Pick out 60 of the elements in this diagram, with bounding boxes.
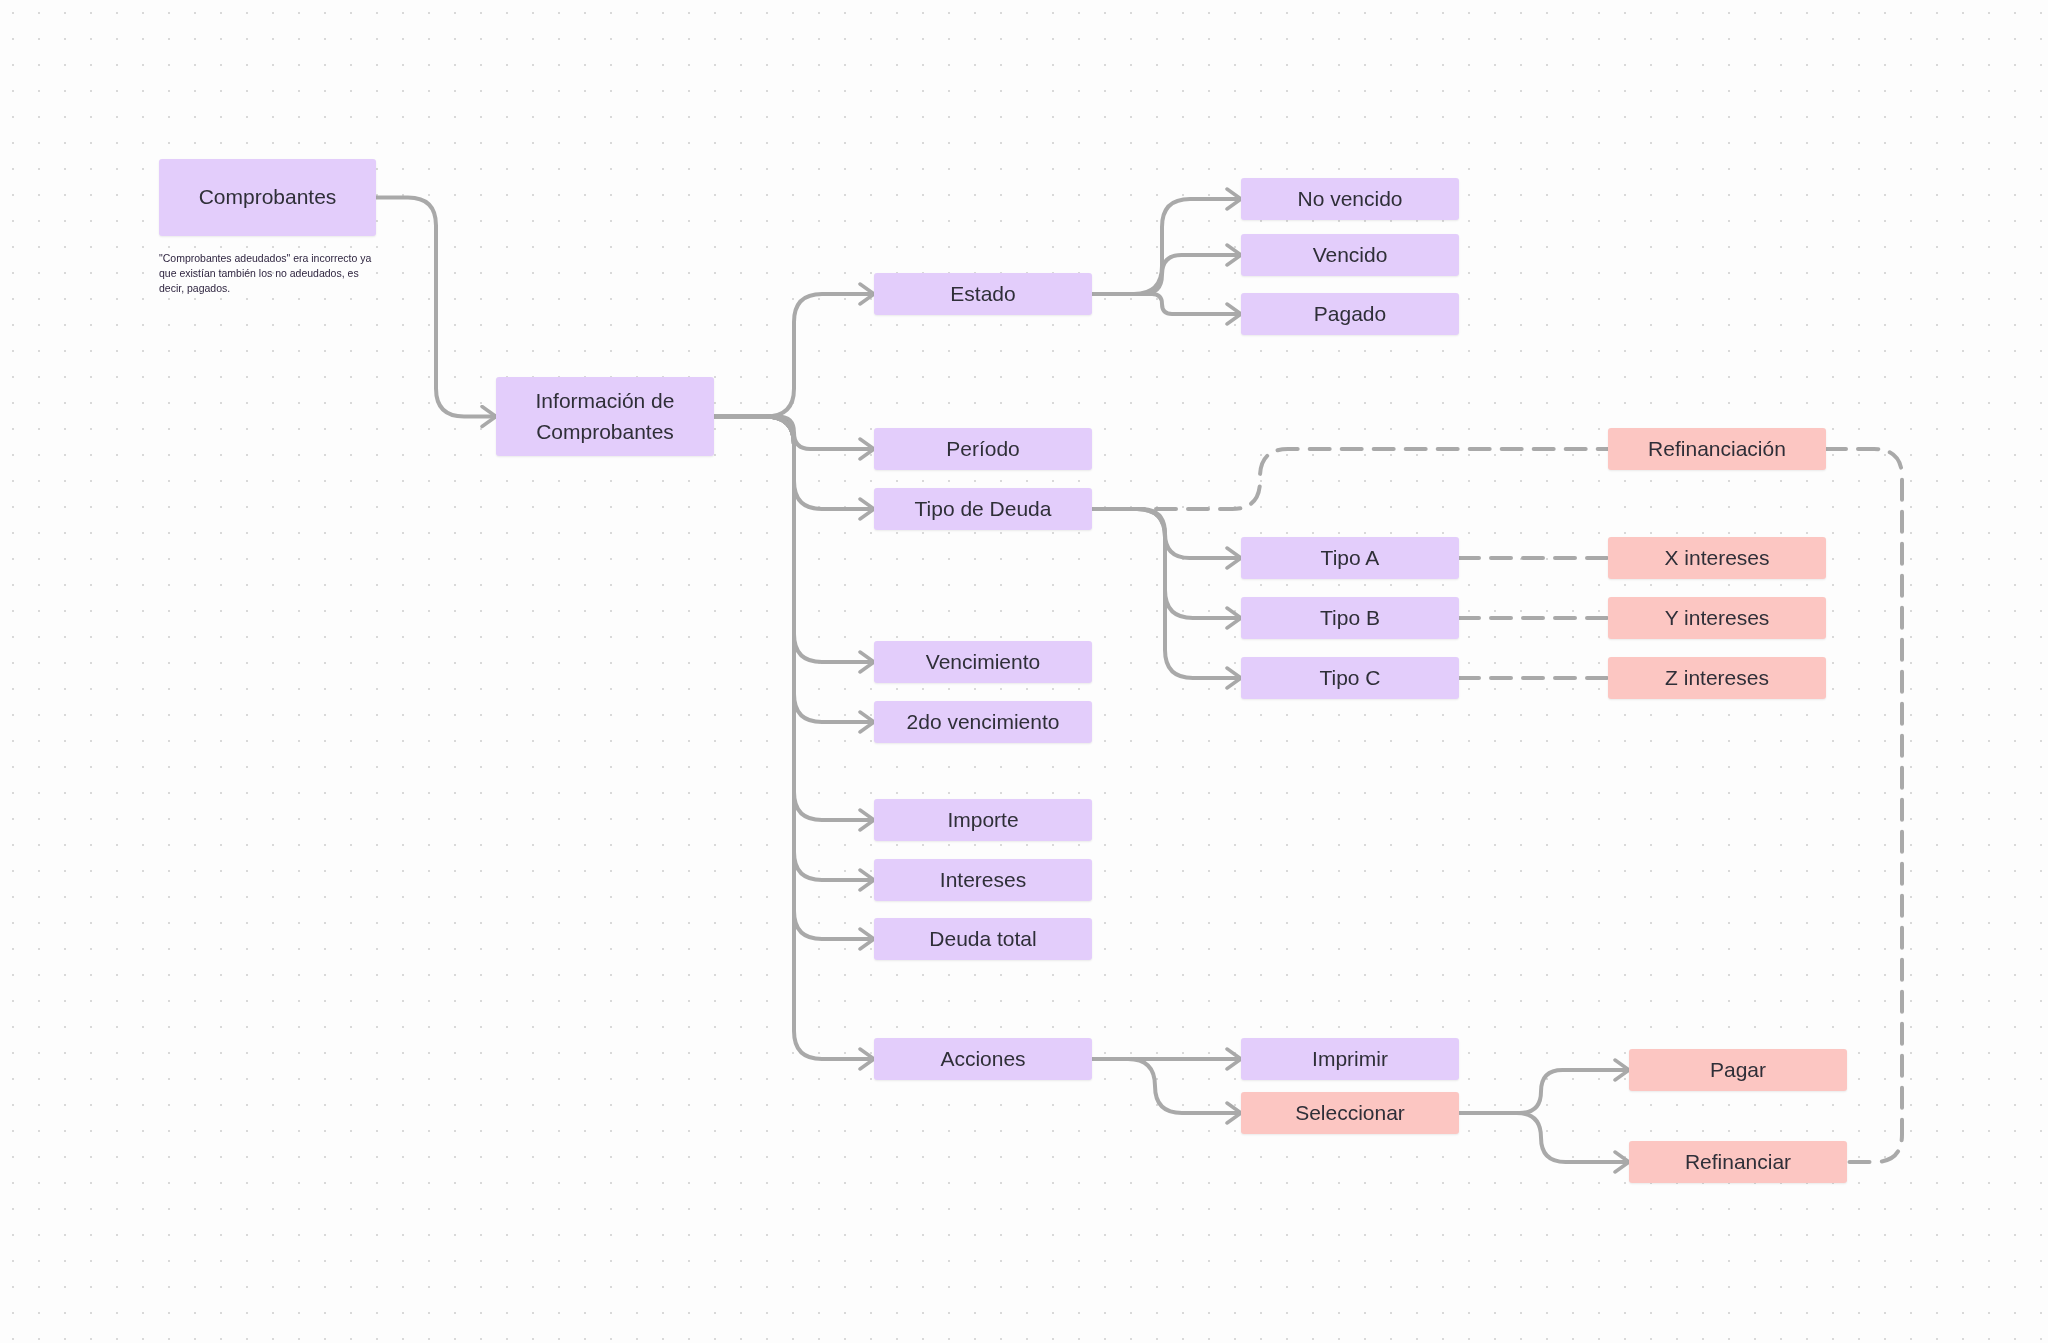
node-label: Comprobantes [198, 184, 337, 211]
process-box [874, 273, 1092, 315]
dashed-connector [1824, 447, 1904, 1164]
node-label: Tipo B [1320, 604, 1380, 631]
process-box [1241, 597, 1459, 639]
process-box [1241, 537, 1459, 579]
process-box [1241, 657, 1459, 699]
process-box [1241, 1038, 1459, 1080]
process-box [874, 799, 1092, 841]
process-box [874, 1038, 1092, 1080]
node-label: Y intereses [1664, 604, 1770, 631]
process-box [1608, 537, 1826, 579]
node-label: Importe [947, 806, 1019, 833]
arrow [1457, 1111, 1631, 1174]
node-label: Información de Comprobantes [534, 388, 676, 445]
process-box [874, 701, 1092, 743]
process-box [874, 641, 1092, 683]
process-box [1608, 597, 1826, 639]
dashed-connector [1457, 676, 1610, 680]
node-label: Refinanciar [1684, 1148, 1792, 1175]
arrow [1090, 1057, 1243, 1125]
process-box [1629, 1141, 1847, 1183]
node-label: Pagado [1313, 300, 1387, 327]
note-text: "Comprobantes adeudados" era incorrecto ya que existían también los no adeudados, es decir, pagados. [159, 251, 373, 297]
dashed-connector [1457, 556, 1610, 560]
node-label: Z intereses [1665, 664, 1769, 691]
node-label: Tipo C [1319, 664, 1381, 691]
node-label: 2do vencimiento [906, 708, 1060, 735]
node-label: Tipo de Deuda [914, 495, 1052, 522]
node-label: Imprimir [1312, 1045, 1388, 1072]
process-box [159, 159, 376, 236]
process-box [874, 428, 1092, 470]
process-box [1241, 234, 1459, 276]
process-box [874, 859, 1092, 901]
process-box [1241, 178, 1459, 220]
node-label: Tipo A [1320, 544, 1380, 571]
process-box [1608, 657, 1826, 699]
node-label: No vencido [1297, 185, 1403, 212]
node-label: Intereses [939, 866, 1027, 893]
node-label: Vencido [1312, 241, 1388, 268]
node-label: Pagar [1709, 1056, 1766, 1083]
arrow [374, 195, 498, 429]
arrow [1090, 507, 1243, 690]
node-label: Período [946, 435, 1020, 462]
node-label: X intereses [1664, 544, 1770, 571]
process-box [1608, 428, 1826, 470]
node-label: Deuda total [929, 925, 1037, 952]
process-box [1241, 1092, 1459, 1134]
node-label: Seleccionar [1295, 1099, 1405, 1126]
node-label: Refinanciación [1648, 435, 1786, 462]
dashed-connector [1457, 616, 1610, 620]
arrow [1090, 292, 1243, 326]
process-box [1629, 1049, 1847, 1091]
process-box [874, 488, 1092, 530]
node-label: Acciones [940, 1045, 1026, 1072]
process-box [496, 377, 714, 456]
process-box [874, 918, 1092, 960]
process-box [1241, 293, 1459, 335]
node-label: Estado [950, 280, 1016, 307]
node-label: Vencimiento [925, 648, 1041, 675]
